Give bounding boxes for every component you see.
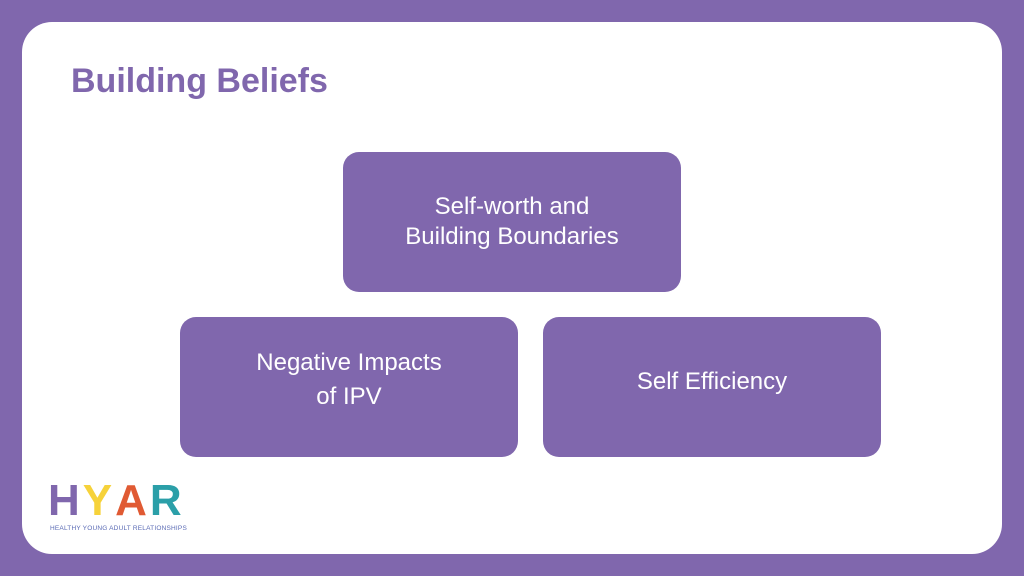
logo-letter-a: A	[115, 476, 147, 525]
logo-tagline: HEALTHY YOUNG ADULT RELATIONSHIPS	[50, 525, 187, 532]
hyar-logo: H Y A R HEALTHY YOUNG ADULT RELATIONSHIP…	[48, 476, 208, 540]
slide-title: Building Beliefs	[71, 62, 328, 100]
belief-box-self-worth: Self-worth and Building Boundaries	[343, 152, 681, 292]
logo-letter-h: H	[48, 476, 80, 525]
belief-box-self-efficiency: Self Efficiency	[543, 317, 881, 457]
logo-letters: H Y A R	[48, 476, 182, 525]
logo-letter-y: Y	[82, 476, 113, 525]
logo-letter-r: R	[149, 476, 182, 525]
belief-box-negative-impacts: Negative Impacts of IPV	[180, 317, 518, 457]
